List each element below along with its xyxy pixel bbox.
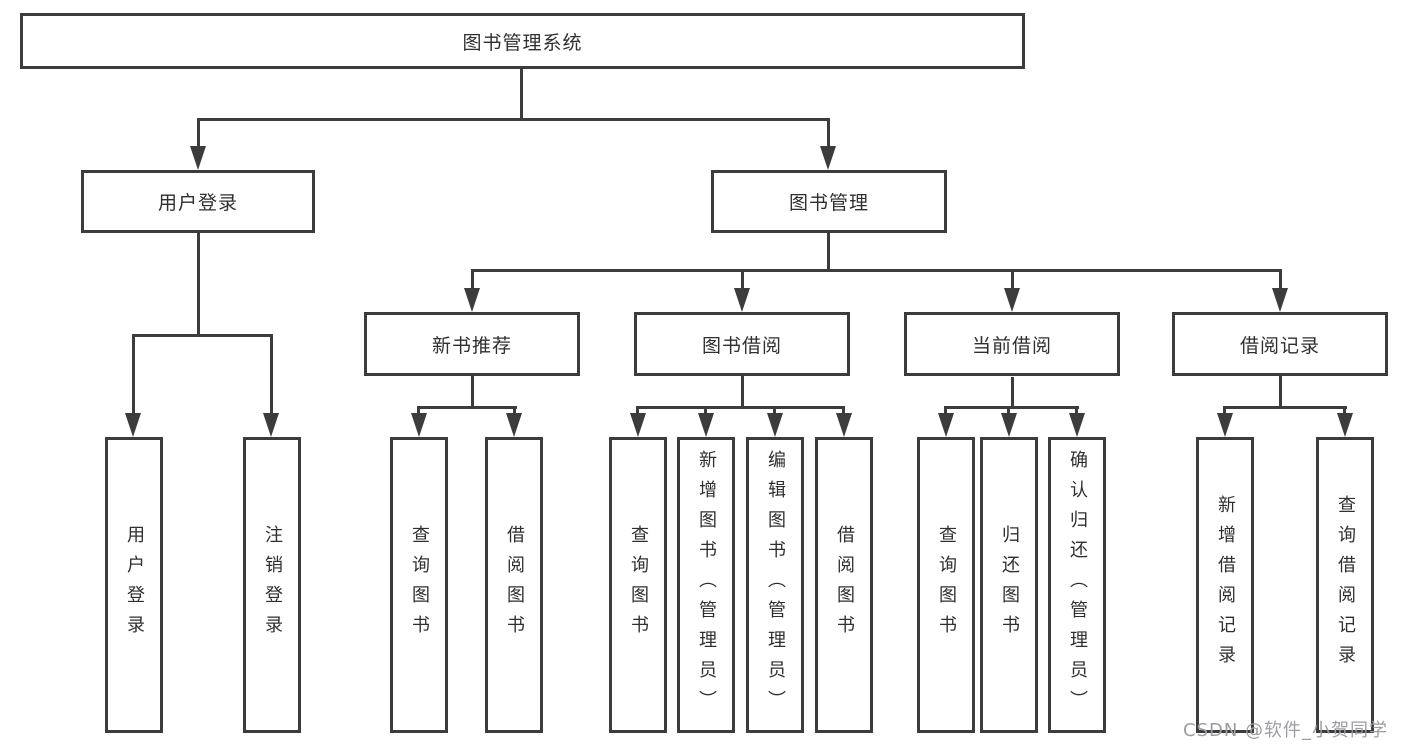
connector-line	[1223, 406, 1226, 415]
connector-line	[842, 406, 845, 415]
connector-arrow-down	[767, 413, 783, 437]
connector-arrow-down	[263, 413, 279, 437]
connector-line	[471, 375, 474, 408]
connector-arrow-down	[698, 413, 714, 437]
connector-arrow-down	[125, 413, 141, 437]
connector-arrow-down	[190, 146, 206, 170]
node-leaf-return-books: 归还图书	[980, 437, 1038, 733]
connector-line	[1075, 406, 1078, 415]
connector-arrow-down	[734, 288, 750, 312]
connector-line	[1223, 406, 1347, 409]
connector-line	[827, 230, 830, 271]
connector-arrow-down	[836, 413, 852, 437]
node-leaf-query-borrow-record: 查询借阅记录	[1316, 437, 1374, 733]
node-leaf-confirm-return-admin: 确认归还（管理员）	[1048, 437, 1106, 733]
connector-line	[944, 406, 947, 415]
connector-line	[197, 118, 200, 148]
node-leaf-borrow-books-1: 借阅图书	[485, 437, 543, 733]
connector-line	[197, 118, 830, 121]
node-book-management: 图书管理	[711, 170, 947, 233]
node-leaf-add-borrow-record: 新增借阅记录	[1196, 437, 1254, 733]
connector-line	[1279, 269, 1282, 288]
node-borrow-records: 借阅记录	[1172, 312, 1388, 376]
connector-line	[132, 334, 135, 413]
node-leaf-query-books-3: 查询图书	[917, 437, 975, 733]
node-user-login: 用户登录	[81, 170, 315, 233]
node-leaf-query-books-2: 查询图书	[609, 437, 667, 733]
connector-line	[1011, 269, 1014, 288]
connector-line	[1279, 375, 1282, 408]
connector-line	[471, 269, 474, 288]
connector-arrow-down	[464, 288, 480, 312]
node-leaf-user-login: 用户登录	[105, 437, 163, 733]
node-leaf-query-books-1: 查询图书	[390, 437, 448, 733]
connector-line	[1007, 406, 1010, 415]
connector-line	[636, 406, 639, 415]
connector-line	[704, 406, 707, 415]
connector-line	[513, 406, 516, 415]
csdn-watermark: CSDN @软件_小贺同学	[1183, 720, 1389, 741]
connector-line	[1343, 406, 1346, 415]
connector-line	[417, 406, 420, 415]
connector-arrow-down	[411, 413, 427, 437]
connector-arrow-down	[630, 413, 646, 437]
node-leaf-add-books-admin: 新增图书（管理员）	[677, 437, 735, 733]
connector-arrow-down	[506, 413, 522, 437]
node-book-borrowing: 图书借阅	[634, 312, 850, 376]
connector-line	[520, 69, 523, 120]
connector-line	[1011, 377, 1014, 408]
connector-arrow-down	[1004, 288, 1020, 312]
connector-arrow-down	[1272, 288, 1288, 312]
connector-line	[741, 375, 744, 408]
connector-line	[132, 334, 273, 337]
connector-line	[944, 406, 1079, 409]
connector-line	[417, 406, 517, 409]
connector-line	[636, 406, 845, 409]
connector-line	[741, 269, 744, 288]
connector-arrow-down	[1217, 413, 1233, 437]
node-leaf-logout: 注销登录	[243, 437, 301, 733]
node-current-borrowing: 当前借阅	[904, 312, 1120, 376]
connector-arrow-down	[820, 146, 836, 170]
connector-arrow-down	[1069, 413, 1085, 437]
connector-arrow-down	[1337, 413, 1353, 437]
node-new-book-recommend: 新书推荐	[364, 312, 580, 376]
node-leaf-edit-books-admin: 编辑图书（管理员）	[746, 437, 804, 733]
connector-line	[471, 269, 1281, 272]
connector-arrow-down	[938, 413, 954, 437]
connector-line	[270, 334, 273, 413]
connector-line	[197, 233, 200, 336]
node-leaf-borrow-books-2: 借阅图书	[815, 437, 873, 733]
connector-line	[827, 118, 830, 148]
connector-arrow-down	[1001, 413, 1017, 437]
node-library-system: 图书管理系统	[20, 13, 1025, 69]
connector-line	[773, 406, 776, 415]
